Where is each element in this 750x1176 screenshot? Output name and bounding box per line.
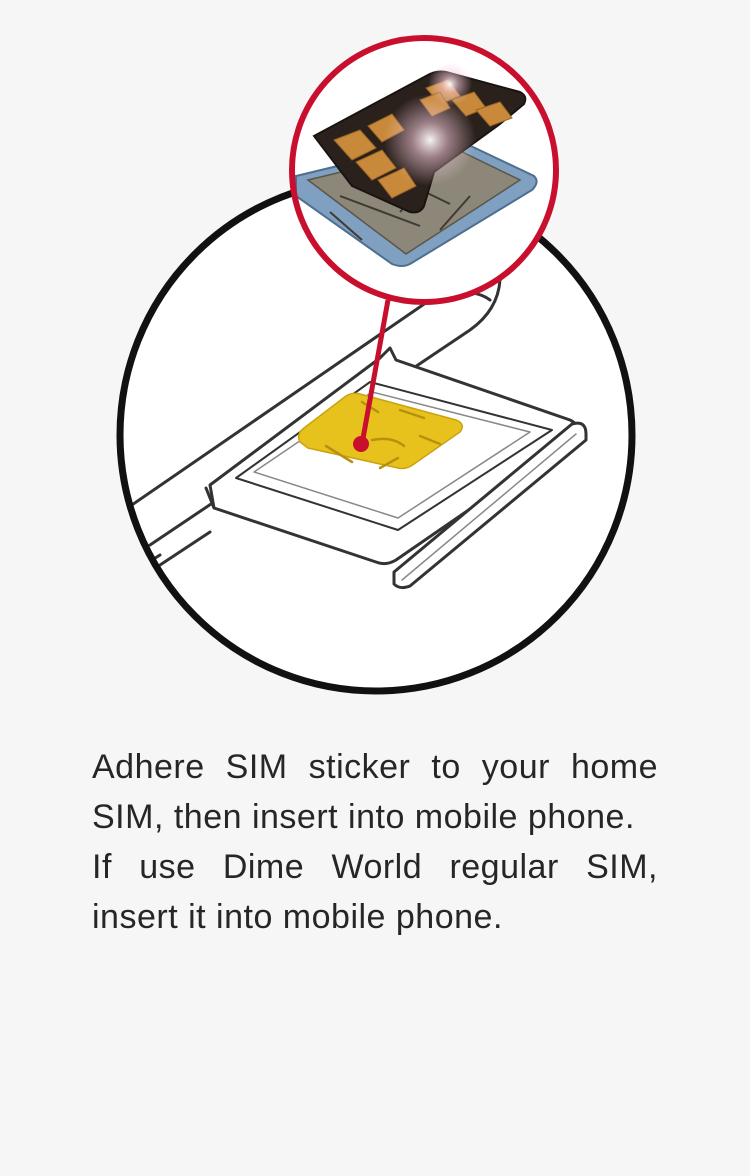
sim-installation-illustration: [116, 35, 636, 695]
instruction-paragraph-1: Adhere SIM sticker to your home SIM, the…: [92, 748, 658, 836]
callout-pointer: [353, 299, 391, 452]
sim-sticker-callout: [289, 35, 559, 305]
instructions-text: Adhere SIM sticker to your home SIM, the…: [92, 742, 658, 942]
instruction-paragraph-2: If use Dime World regular SIM, insert it…: [92, 848, 658, 936]
